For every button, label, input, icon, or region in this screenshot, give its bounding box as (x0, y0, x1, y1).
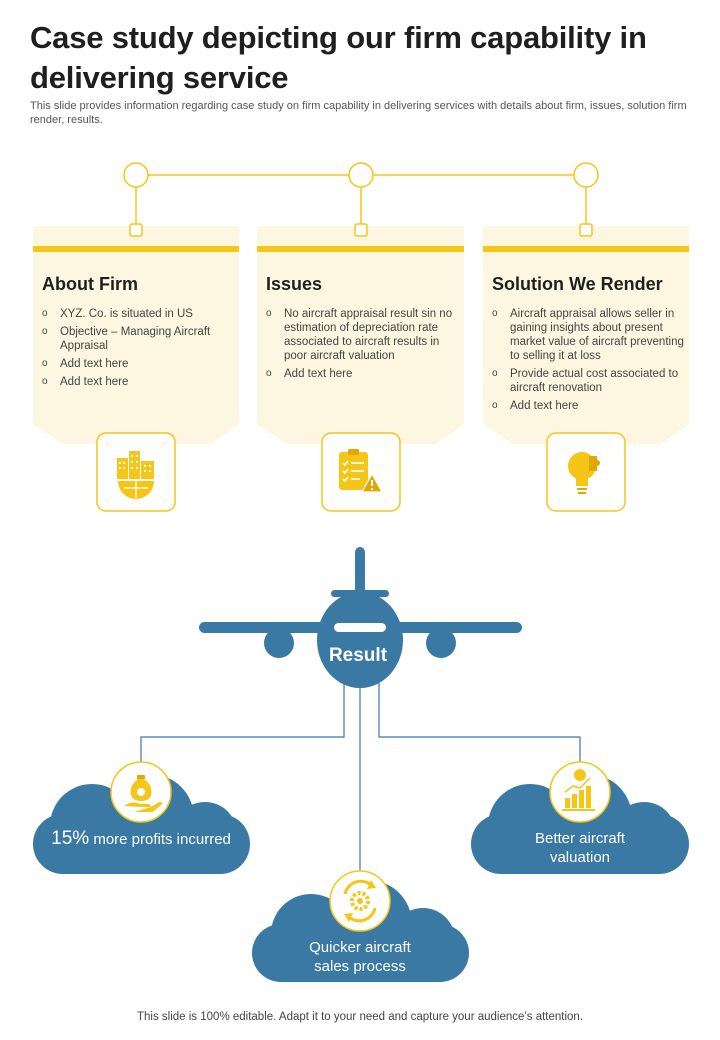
timeline-node (573, 162, 599, 188)
outcome-text: more profits incurred (89, 831, 231, 848)
result-label: Result (328, 645, 388, 666)
timeline-node (123, 162, 149, 188)
connector-square (354, 223, 368, 237)
timeline-connector (123, 162, 599, 224)
card-accent-bar (33, 246, 239, 252)
gear-cycle-icon (343, 879, 377, 923)
connector-square (579, 223, 593, 237)
timeline-node (348, 162, 374, 188)
card-heading: Issues (266, 274, 323, 294)
card-background (33, 226, 239, 444)
card-accent-bar (483, 246, 689, 252)
outcome-profits-text: 15% more profits incurred (50, 829, 232, 849)
card-heading: About Firm (42, 274, 138, 294)
card-shapes (33, 226, 689, 444)
bar-chart-coin-icon (562, 769, 595, 811)
result-connectors (140, 683, 581, 870)
outcome-valuation-text: Better aircraft valuation (534, 830, 626, 866)
page-subtitle: This slide provides information regardin… (30, 100, 687, 126)
outcome-sales-text: Quicker aircraft sales process (309, 939, 411, 975)
card-background (483, 226, 689, 444)
card-background (257, 226, 464, 444)
lightbulb-puzzle-icon (568, 452, 600, 494)
building-globe-icon (117, 451, 154, 499)
outcome-clouds (33, 774, 689, 982)
connector-square (129, 223, 143, 237)
checklist-warning-icon (339, 449, 384, 493)
money-bag-hand-icon (124, 775, 162, 812)
card-accent-bar (257, 246, 464, 252)
outcome-highlight: 15% (51, 828, 90, 849)
footer-note: This slide is 100% editable. Adapt it to… (136, 1011, 584, 1023)
airplane-graphic (199, 547, 522, 688)
card-heading: Solution We Render (492, 274, 663, 294)
page-title: Case study depicting our firm capability… (30, 20, 647, 95)
